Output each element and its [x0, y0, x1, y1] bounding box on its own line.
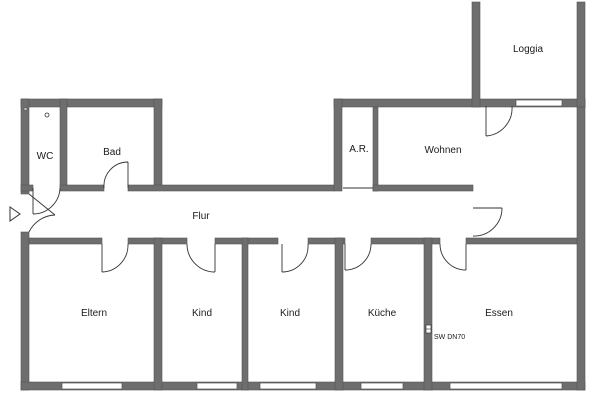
room-label-bad: Bad — [103, 147, 121, 158]
drain-marker-icon — [425, 324, 432, 334]
room-label-kind-1: Kind — [192, 308, 212, 319]
window — [515, 99, 563, 107]
wall — [372, 106, 379, 192]
room-label-kind-2: Kind — [280, 308, 300, 319]
window — [196, 382, 238, 390]
doors — [28, 105, 513, 273]
wall — [307, 237, 346, 245]
door-loggia — [485, 105, 513, 137]
door-wc — [32, 187, 61, 215]
door-kueche — [344, 243, 372, 271]
door-eltern — [101, 243, 129, 273]
door-bad — [103, 161, 129, 189]
window — [449, 382, 563, 390]
wall — [59, 98, 68, 188]
door-kind-2 — [281, 243, 309, 273]
entrance-arrow-icon — [9, 206, 21, 222]
wall — [471, 1, 481, 108]
wall — [370, 237, 441, 245]
room-label-essen: Essen — [485, 308, 513, 319]
wall — [20, 98, 30, 195]
wall — [333, 98, 343, 192]
room-label-loggia: Loggia — [513, 44, 543, 55]
door-essen — [439, 243, 467, 271]
wall — [127, 184, 335, 192]
room-label-eltern: Eltern — [81, 308, 107, 319]
wall — [465, 237, 578, 245]
room-label-ar: A.R. — [349, 144, 368, 155]
room-labels: Loggia WC Bad A.R. Wohnen Flur Eltern Ki… — [37, 44, 544, 341]
door-kind-1 — [186, 243, 216, 273]
wall — [20, 184, 34, 192]
walls — [20, 1, 586, 391]
wall — [28, 237, 103, 245]
wall — [576, 1, 586, 108]
drain-annotation: SW DN70 — [434, 334, 465, 341]
wall — [20, 98, 163, 108]
wall — [576, 98, 586, 391]
room-label-flur: Flur — [192, 211, 210, 222]
wall — [241, 237, 249, 391]
wall — [423, 237, 433, 391]
window — [360, 382, 404, 390]
window — [259, 382, 317, 390]
window — [23, 107, 28, 111]
room-label-wc: WC — [37, 151, 54, 162]
room-label-wohnen: Wohnen — [424, 145, 461, 156]
wall — [372, 184, 474, 192]
fixture-circle-icon — [44, 112, 50, 118]
windows — [23, 99, 563, 390]
wall — [20, 231, 30, 391]
room-label-kueche: Küche — [368, 308, 397, 319]
wall — [334, 237, 344, 391]
wall — [153, 98, 163, 188]
wall — [153, 237, 163, 391]
window — [61, 382, 123, 390]
wall — [59, 184, 105, 192]
door-wohnen — [472, 207, 503, 237]
